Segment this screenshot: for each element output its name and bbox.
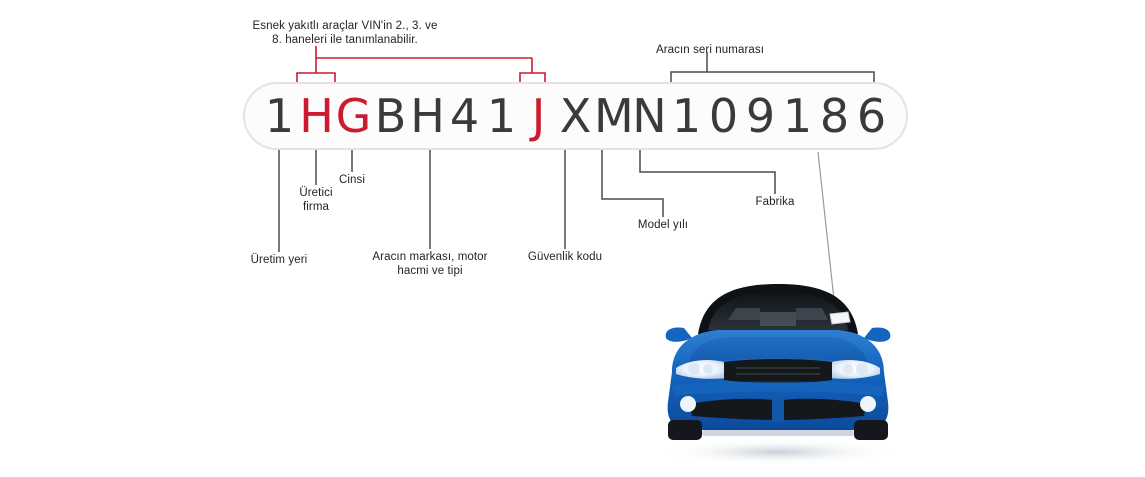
windshield-reflection-left bbox=[728, 308, 760, 320]
side-mirror-right bbox=[864, 327, 891, 342]
fog-light-left bbox=[680, 396, 696, 412]
label-model-year: Model yılı bbox=[637, 219, 689, 231]
windshield bbox=[708, 292, 848, 330]
label-brand-engine: Aracın markası, motor hacmi ve tipi bbox=[372, 251, 488, 277]
dashboard-reflection bbox=[760, 312, 796, 326]
license-plate-holder bbox=[772, 396, 784, 422]
label-flex-fuel: Esnek yakıtlı araçlar VIN'in 2., 3. ve 8… bbox=[252, 20, 438, 46]
label-security-code: Güvenlik kodu bbox=[527, 251, 603, 263]
vin-plate-box bbox=[243, 82, 908, 150]
hood-highlight bbox=[688, 337, 868, 366]
lower-intake-left bbox=[690, 398, 772, 420]
bumper-contour bbox=[672, 381, 884, 396]
side-mirror-left bbox=[665, 327, 692, 342]
under-body bbox=[702, 430, 854, 436]
label-factory: Fabrika bbox=[755, 196, 795, 208]
headlight-right bbox=[830, 360, 880, 379]
wheel-left bbox=[668, 420, 702, 440]
fog-light-right bbox=[860, 396, 876, 412]
wheel-right bbox=[854, 420, 888, 440]
headlight-bulb-right-2 bbox=[843, 364, 853, 374]
headlight-left bbox=[676, 360, 726, 379]
headlight-bulb-right bbox=[856, 363, 868, 375]
headlight-bulb-left bbox=[688, 363, 700, 375]
lower-intake-right bbox=[784, 398, 866, 420]
label-serial-number: Aracın seri numarası bbox=[655, 44, 765, 56]
grille-slats bbox=[736, 367, 820, 375]
upper-grille bbox=[724, 359, 832, 383]
label-manufacturer: Üretici firma bbox=[299, 187, 333, 213]
windshield-reflection-right bbox=[796, 308, 828, 320]
label-type: Cinsi bbox=[338, 174, 366, 186]
vin-plate-on-dashboard bbox=[829, 311, 851, 325]
headlight-bulb-left-2 bbox=[703, 364, 713, 374]
car-shadow bbox=[658, 439, 898, 465]
label-production-place: Üretim yeri bbox=[250, 254, 308, 266]
vehicle-illustration bbox=[658, 284, 898, 465]
